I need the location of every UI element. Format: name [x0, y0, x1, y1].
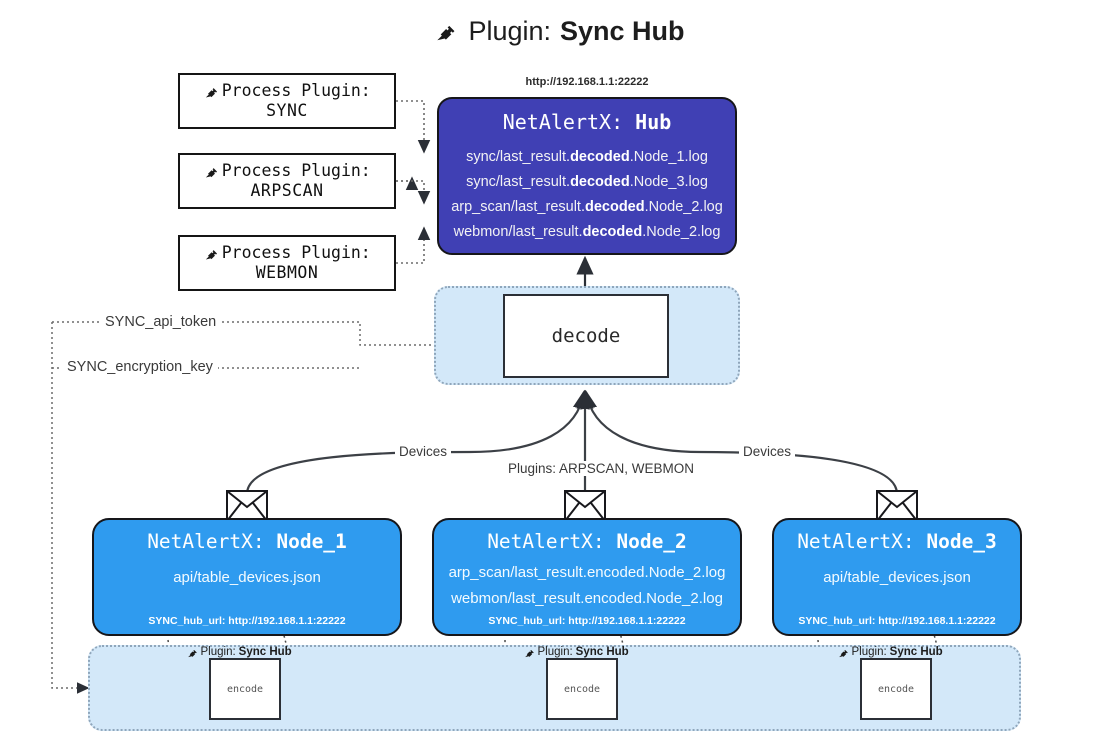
hub-line-post: .Node_2.log [644, 199, 723, 215]
hub-line-pre: sync/last_result. [466, 149, 571, 165]
hub-log-line: sync/last_result.decoded.Node_1.log [439, 149, 735, 165]
flow-label-devices-right: Devices [739, 444, 796, 459]
encoder-plugin-prefix: Plugin: [537, 646, 573, 658]
node-config-label: SYNC_hub_url: http://192.168.1.1:22222 [798, 615, 996, 627]
hub-line-mid: decoded [584, 199, 645, 215]
plug-icon [432, 18, 459, 45]
hub-line-pre: webmon/last_result. [453, 224, 583, 240]
flow-label-devices-left: Devices [395, 444, 452, 459]
plug-icon [523, 646, 535, 658]
node-title: NetAlertX: Node_2 [434, 530, 740, 553]
hub-line-post: .Node_1.log [629, 149, 708, 165]
envelope-icon [876, 490, 918, 527]
hub-line-mid: decoded [570, 149, 630, 165]
encoder-plugin-label-1: Plugin: Sync Hub [186, 646, 292, 658]
title-prefix: Plugin: [468, 16, 552, 46]
config-label-encryption-key: SYNC_encryption_key [62, 359, 218, 375]
node-app: NetAlertX: [487, 530, 605, 553]
node-title: NetAlertX: Node_1 [94, 530, 400, 553]
hub-log-line: webmon/last_result.decoded.Node_2.log [439, 224, 735, 240]
node-box-node-2[interactable]: NetAlertX: Node_2 arp_scan/last_result.e… [432, 518, 742, 636]
config-label-api-token: SYNC_api_token [100, 314, 222, 330]
node-title: NetAlertX: Node_3 [774, 530, 1020, 553]
encoder-plugin-prefix: Plugin: [851, 646, 887, 658]
hub-app: NetAlertX: [502, 110, 624, 134]
encode-box-1[interactable]: encode [209, 658, 281, 720]
encode-box-3[interactable]: encode [860, 658, 932, 720]
process-plugin-name: WEBMON [255, 263, 319, 282]
hub-line-mid: decoded [582, 224, 643, 240]
process-plugin-name: ARPSCAN [250, 181, 324, 200]
hub-line-post: .Node_2.log [642, 224, 721, 240]
process-plugin-box-arpscan[interactable]: Process Plugin: ARPSCAN [178, 153, 396, 209]
hub-title: NetAlertX: Hub [439, 110, 735, 134]
node-resource-line: arp_scan/last_result.encoded.Node_2.log [448, 564, 726, 581]
hub-url-label: http://192.168.1.1:22222 [525, 76, 649, 88]
node-config-label: SYNC_hub_url: http://192.168.1.1:22222 [488, 615, 686, 627]
hub-line-post: .Node_3.log [629, 174, 708, 190]
node-name: Node_2 [616, 530, 687, 553]
encoder-plugin-name: Sync Hub [889, 646, 943, 658]
node-box-node-3[interactable]: NetAlertX: Node_3 api/table_devices.json… [772, 518, 1022, 636]
node-resource-line: webmon/last_result.encoded.Node_2.log [451, 590, 723, 607]
hub-log-line: sync/last_result.decoded.Node_3.log [439, 174, 735, 190]
encoder-plugin-label-2: Plugin: Sync Hub [523, 646, 629, 658]
process-plugin-name: SYNC [266, 101, 308, 120]
process-plugin-label: Process Plugin: [221, 160, 371, 180]
process-plugin-label: Process Plugin: [221, 242, 371, 262]
node-app: NetAlertX: [797, 530, 915, 553]
node-app: NetAlertX: [147, 530, 265, 553]
encoder-plugin-name: Sync Hub [575, 646, 629, 658]
encode-box-2[interactable]: encode [546, 658, 618, 720]
envelope-icon [564, 490, 606, 527]
hub-line-pre: sync/last_result. [466, 174, 571, 190]
node-resource-line: api/table_devices.json [173, 569, 321, 586]
node-name: Node_3 [926, 530, 997, 553]
process-plugin-box-webmon[interactable]: Process Plugin: WEBMON [178, 235, 396, 291]
encoder-plugin-label-3: Plugin: Sync Hub [837, 646, 943, 658]
hub-node[interactable]: NetAlertX: Hub sync/last_result.decoded.… [437, 97, 737, 255]
plug-icon [186, 646, 198, 658]
node-name: Node_1 [276, 530, 347, 553]
plug-icon [203, 245, 220, 262]
encoder-plugin-name: Sync Hub [238, 646, 292, 658]
plug-icon [837, 646, 849, 658]
node-resource-line: api/table_devices.json [823, 569, 971, 586]
flow-label-plugins: Plugins: ARPSCAN, WEBMON [504, 461, 699, 476]
decode-box[interactable]: decode [503, 294, 669, 378]
plug-icon [203, 163, 220, 180]
node-config-label: SYNC_hub_url: http://192.168.1.1:22222 [148, 615, 346, 627]
title-name: Sync Hub [560, 16, 685, 46]
process-plugin-label: Process Plugin: [221, 80, 371, 100]
page-title: Plugin: Sync Hub [0, 16, 1117, 47]
hub-line-mid: decoded [570, 174, 630, 190]
hub-log-line: arp_scan/last_result.decoded.Node_2.log [439, 199, 735, 215]
encoder-plugin-prefix: Plugin: [200, 646, 236, 658]
hub-line-pre: arp_scan/last_result. [451, 199, 585, 215]
hub-name: Hub [635, 110, 672, 134]
process-plugin-box-sync[interactable]: Process Plugin: SYNC [178, 73, 396, 129]
node-box-node-1[interactable]: NetAlertX: Node_1 api/table_devices.json… [92, 518, 402, 636]
plug-icon [203, 83, 220, 100]
